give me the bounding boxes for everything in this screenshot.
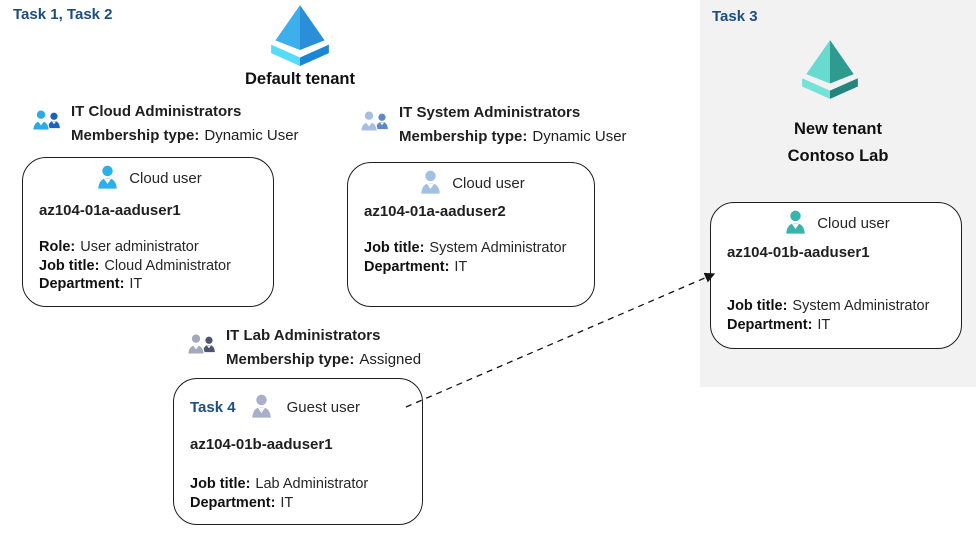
user-card-newtenant-aaduser1: Cloud user az104-01b-aaduser1 Job title:… [710,202,962,349]
user-attribute-row: Job title:System Administrator [364,240,567,256]
guest-user-icon [248,393,275,422]
user-card-aaduser2: Cloud user az104-01a-aaduser2 Job title:… [347,162,595,307]
user-type-label: Cloud user [129,170,202,187]
user-attribute-row: Job title:Cloud Administrator [39,257,231,274]
card-header: Cloud user [711,209,961,238]
username: az104-01b-aaduser1 [190,436,333,453]
card-header: Task 4 Guest user [190,393,360,422]
user-attribute-row: Department:IT [364,258,468,275]
group-users-icon [358,108,391,136]
group-users-icon [185,331,218,359]
new-tenant-azure-ad-icon [797,38,863,100]
user-attribute-row: Department:IT [727,316,831,333]
group-users-icon [30,107,63,135]
username: az104-01b-aaduser1 [727,244,870,261]
user-card-guest-aaduser1: Task 4 Guest user az104-01b-aaduser1 Job… [173,378,423,525]
group-it-lab-administrators: IT Lab Administrators Membership type:As… [185,327,421,369]
user-type-label: Guest user [286,399,360,416]
task-4-label: Task 4 [190,399,236,416]
membership-type: Membership type:Assigned [226,351,422,368]
group-name: IT Cloud Administrators [71,103,242,120]
cloud-user-icon [94,164,121,193]
group-name: IT System Administrators [399,104,581,121]
user-attribute-row: Department:IT [39,276,143,292]
card-header: Cloud user [348,169,594,198]
username: az104-01a-aaduser1 [39,202,181,219]
user-type-label: Cloud user [817,215,890,232]
membership-type: Membership type:Dynamic User [399,128,627,145]
group-it-system-administrators: IT System Administrators Membership type… [358,104,627,146]
user-card-aaduser1: Cloud user az104-01a-aaduser1 Role:User … [22,157,274,307]
task-1-2-label: Task 1, Task 2 [13,6,113,23]
task-3-label: Task 3 [712,8,758,25]
card-header: Cloud user [23,164,273,193]
new-tenant-name-line2: Contoso Lab [787,147,889,165]
group-name: IT Lab Administrators [226,327,381,344]
group-it-cloud-administrators: IT Cloud Administrators Membership type:… [30,103,299,145]
user-attribute-row: Department:IT [190,494,294,511]
user-attribute-row: Job title:Lab Administrator [190,476,369,492]
cloud-user-icon [417,169,444,198]
membership-type: Membership type:Dynamic User [71,127,299,144]
default-tenant-label: Default tenant [244,70,355,88]
user-attribute-row: Role:User administrator [39,239,199,255]
user-attribute-row: Job title:System Administrator [727,298,930,314]
cloud-user-icon [782,209,809,238]
user-type-label: Cloud user [452,175,525,192]
username: az104-01a-aaduser2 [364,203,506,220]
new-tenant-name-line1: New tenant [793,120,882,138]
default-tenant-azure-ad-icon [265,4,335,66]
